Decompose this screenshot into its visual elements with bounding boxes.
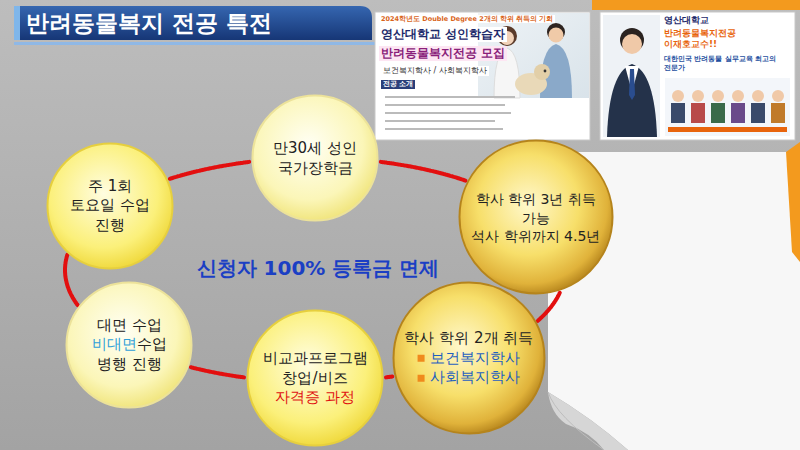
node-text-wrap: 대면 수업비대면수업병행 진행 — [92, 316, 167, 375]
label-text: 영산대학교 성인학습자 — [379, 27, 507, 42]
bullet-mark — [418, 355, 425, 362]
label-text: 대한민국 반려동물 실무교육 최고의 전문가 — [664, 55, 792, 73]
ring-connector — [381, 162, 466, 181]
text-line: 사회복지학사 — [418, 368, 520, 388]
circle-shape — [248, 311, 383, 446]
ring-connector — [191, 367, 244, 377]
ring-connector — [538, 293, 560, 321]
node-text: 자격증 과정 — [275, 388, 355, 408]
circle-shape — [393, 283, 544, 434]
node-text: 비교과프로그램 창업/비즈 — [260, 349, 370, 388]
node-text: 대면 수업 — [97, 316, 162, 336]
circle-shape — [253, 96, 378, 221]
circle-node: 비교과프로그램 창업/비즈자격증 과정 — [246, 309, 384, 447]
circle-shape — [67, 282, 192, 407]
node-text-wrap: 학사 학위 3년 취득 가능석사 학위까지 4.5년 — [470, 190, 602, 245]
node-text: 보건복지학사 — [430, 349, 520, 369]
label-text: 신청자 100% 등록금 면제 — [197, 256, 440, 281]
bullet-mark — [418, 374, 425, 381]
text-line: 비교과프로그램 창업/비즈 — [260, 349, 370, 388]
text-line: 학사 학위 3년 취득 가능 — [470, 190, 602, 226]
circle-node: 학사 학위 2개 취득보건복지학사사회복지학사 — [392, 281, 546, 435]
circle-node: 대면 수업비대면수업병행 진행 — [65, 281, 193, 409]
text-line: 대면 수업 — [97, 316, 162, 336]
node-text: 비대면 — [92, 335, 137, 355]
node-text: 학사 학위 3년 취득 가능 — [470, 190, 602, 226]
ring-connector — [65, 255, 78, 305]
text-line: 만30세 성인 국가장학금 — [270, 139, 360, 178]
node-text-wrap: 만30세 성인 국가장학금 — [270, 139, 360, 178]
node-text: 수업 — [137, 335, 167, 355]
node-text: 만30세 성인 국가장학금 — [270, 139, 360, 178]
node-text-wrap: 비교과프로그램 창업/비즈자격증 과정 — [260, 349, 370, 408]
circle-node: 주 1회 토요일 수업 진행 — [46, 142, 174, 270]
label-text: 전공 소개 — [381, 80, 415, 89]
node-text: 주 1회 토요일 수업 진행 — [66, 177, 154, 236]
node-text: 학사 학위 2개 취득 — [404, 329, 533, 349]
node-text-wrap: 학사 학위 2개 취득보건복지학사사회복지학사 — [404, 329, 533, 388]
node-text-wrap: 주 1회 토요일 수업 진행 — [66, 177, 154, 236]
label-text: 보건복지학사 / 사회복지학사 — [381, 66, 489, 76]
text-line: 보건복지학사 — [418, 349, 520, 369]
circle-node: 학사 학위 3년 취득 가능석사 학위까지 4.5년 — [458, 139, 614, 295]
label-text: 반려동물복지전공 이재호교수!! — [664, 28, 792, 51]
node-text: 병행 진행 — [97, 355, 162, 375]
text-line: 비대면수업 — [92, 335, 167, 355]
ring-connector — [386, 375, 392, 380]
ring-connector — [170, 162, 249, 179]
text-line: 주 1회 토요일 수업 진행 — [66, 177, 154, 236]
label-text: 2024학년도 Double Degree 2개의 학위 취득의 기회 — [379, 15, 555, 23]
node-text: 석사 학위까지 4.5년 — [471, 227, 600, 245]
label-text: 영산대학교 — [664, 15, 709, 26]
circle-node: 만30세 성인 국가장학금 — [251, 94, 379, 222]
text-line: 석사 학위까지 4.5년 — [471, 227, 600, 245]
text-line: 병행 진행 — [97, 355, 162, 375]
label-text: 반려동물복지전공 모집 — [379, 46, 507, 61]
node-text: 사회복지학사 — [430, 368, 520, 388]
text-line: 자격증 과정 — [275, 388, 355, 408]
circle-shape — [459, 141, 612, 294]
text-line: 학사 학위 2개 취득 — [404, 329, 533, 349]
title-text: 반려동물복지 전공 특전 — [26, 9, 272, 37]
circle-shape — [48, 143, 173, 268]
